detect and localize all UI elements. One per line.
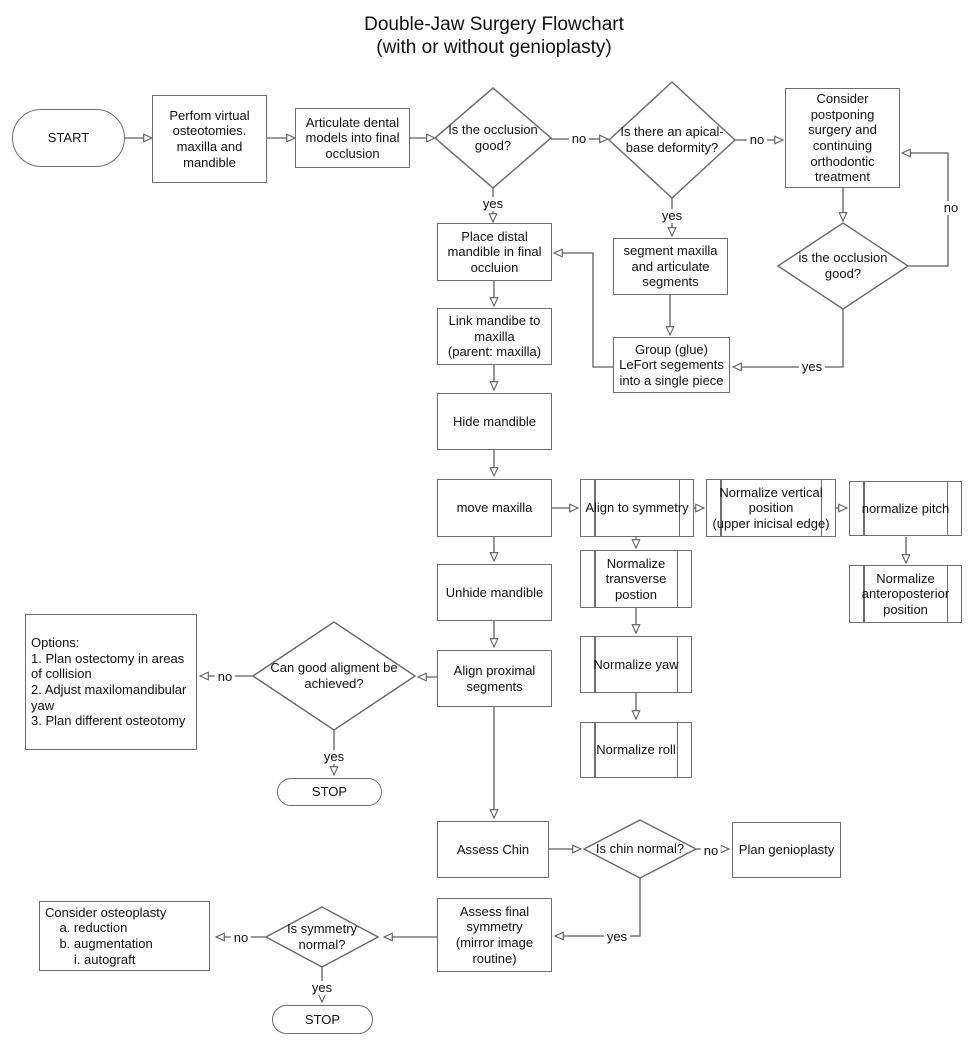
decision-is-chin-normal-label: Is chin normal? — [595, 841, 685, 857]
edge-group-to-place-distal — [554, 253, 613, 368]
process-assess-final-symmetry: Assess final symmetry (mirror image rout… — [437, 898, 552, 972]
subroutine-normalize-roll: Normalize roll — [580, 722, 692, 778]
process-place-distal-mandible: Place distal mandible in final occluion — [437, 223, 552, 281]
process-articulate-dental-models: Articulate dental models into final occl… — [295, 108, 410, 168]
edge-label-symmetry-yes: yes — [308, 981, 336, 995]
subroutine-normalize-pitch-label: normalize pitch — [861, 500, 950, 516]
subroutine-normalize-anteroposterior-position: Normalize anteroposterior position — [849, 565, 962, 623]
subroutine-normalize-vertical-position-label: Normalize vertical position (upper inici… — [712, 484, 830, 531]
process-hide-mandible-label: Hide mandible — [452, 413, 537, 429]
process-assess-final-symmetry-label: Assess final symmetry (mirror image rout… — [455, 903, 534, 966]
subroutine-normalize-transverse-position: Normalize transverse postion — [580, 550, 692, 608]
decision-apical-base-deformity-label: Is there an apical- base deformity? — [620, 124, 724, 155]
process-segment-maxilla-label: segment maxilla and articulate segments — [623, 243, 718, 290]
subroutine-normalize-roll-label: Normalize roll — [596, 742, 676, 758]
process-consider-osteoplasty-label: Consider osteoplasty a. reduction b. aug… — [45, 904, 167, 967]
decision-is-symmetry-normal: Is symmetry normal? — [264, 906, 380, 968]
decision-is-occlusion-good-1-label: Is the occlusion good? — [448, 122, 538, 153]
diamond-shape — [582, 819, 698, 879]
process-place-distal-mandible-label: Place distal mandible in final occluion — [447, 228, 542, 275]
process-perform-virtual-osteotomies: Perfom virtual osteotomies. maxilla and … — [152, 95, 267, 183]
edge-label-chin-yes: yes — [603, 930, 631, 944]
subroutine-normalize-yaw-label: Normalize yaw — [593, 656, 679, 672]
chart-title-line2: (with or without genioplasty) — [376, 37, 612, 58]
process-hide-mandible: Hide mandible — [437, 393, 552, 450]
diamond-shape — [433, 87, 553, 189]
edge-label-occlusion2-yes: yes — [798, 360, 826, 374]
edge-label-occlusion2-no: no — [940, 201, 962, 215]
edge-label-apical-yes: yes — [658, 209, 686, 223]
chart-title: Double-Jaw Surgery Flowchart (with or wi… — [0, 13, 973, 59]
edge-label-occlusion1-no: no — [568, 132, 590, 146]
terminator-stop-1-label: STOP — [311, 784, 348, 800]
terminator-stop-2-label: STOP — [304, 1011, 341, 1027]
chart-title-line1: Double-Jaw Surgery Flowchart — [364, 14, 624, 35]
process-plan-genioplasty: Plan genioplasty — [732, 822, 841, 878]
process-align-proximal-segments: Align proximal segments — [437, 650, 552, 707]
edge-label-alignment-yes: yes — [320, 750, 348, 764]
subroutine-normalize-transverse-position-label: Normalize transverse postion — [605, 555, 667, 602]
process-link-mandible-to-maxilla-label: Link mandibe to maxilla (parent: maxilla… — [447, 313, 542, 360]
process-collision-options: Options: 1. Plan ostectomy in areas of c… — [25, 614, 197, 750]
process-segment-maxilla: segment maxilla and articulate segments — [613, 238, 728, 295]
decision-can-good-alignment-be-achieved-label: Can good aligment be achieved? — [270, 660, 398, 691]
process-unhide-mandible: Unhide mandible — [437, 564, 552, 621]
terminator-start-label: START — [47, 130, 90, 146]
diamond-shape — [264, 906, 380, 968]
decision-apical-base-deformity: Is there an apical- base deformity? — [607, 80, 737, 200]
decision-is-occlusion-good-1: Is the occlusion good? — [433, 87, 553, 189]
terminator-stop-1: STOP — [277, 778, 382, 806]
process-articulate-dental-models-label: Articulate dental models into final occl… — [305, 114, 400, 161]
process-group-glue-lefort-label: Group (glue) LeFort segements into a sin… — [619, 341, 724, 388]
decision-can-good-alignment-be-achieved: Can good aligment be achieved? — [251, 621, 417, 731]
edge-label-apical-no: no — [746, 133, 768, 147]
terminator-start: START — [12, 109, 125, 167]
edge-label-occlusion1-yes: yes — [479, 197, 507, 211]
process-plan-genioplasty-label: Plan genioplasty — [738, 842, 835, 858]
subroutine-align-to-symmetry-label: Align to symmetry — [585, 500, 689, 516]
edge-chin-yes-to-assess-final — [555, 878, 641, 936]
subroutine-align-to-symmetry: Align to symmetry — [580, 479, 694, 537]
edge-label-chin-no: no — [700, 844, 722, 858]
process-group-glue-lefort: Group (glue) LeFort segements into a sin… — [613, 337, 730, 393]
diamond-shape — [251, 621, 417, 731]
process-collision-options-label: Options: 1. Plan ostectomy in areas of c… — [31, 635, 187, 729]
process-move-maxilla: move maxilla — [437, 479, 552, 537]
subroutine-normalize-anteroposterior-position-label: Normalize anteroposterior position — [861, 570, 950, 617]
process-assess-chin-label: Assess Chin — [456, 841, 530, 857]
process-unhide-mandible-label: Unhide mandible — [445, 584, 544, 600]
subroutine-normalize-pitch: normalize pitch — [849, 481, 962, 536]
edge-label-alignment-no: no — [214, 670, 236, 684]
terminator-stop-2: STOP — [272, 1005, 373, 1034]
subroutine-normalize-vertical-position: Normalize vertical position (upper inici… — [706, 479, 836, 537]
process-align-proximal-segments-label: Align proximal segments — [453, 662, 536, 694]
diamond-shape — [776, 222, 910, 310]
process-consider-osteoplasty: Consider osteoplasty a. reduction b. aug… — [39, 901, 210, 971]
decision-is-chin-normal: Is chin normal? — [582, 819, 698, 879]
diamond-shape — [607, 80, 737, 200]
process-assess-chin: Assess Chin — [437, 821, 549, 878]
edge-occlusion2-yes-to-group — [733, 309, 844, 367]
subroutine-normalize-yaw: Normalize yaw — [580, 636, 692, 693]
decision-is-symmetry-normal-label: Is symmetry normal? — [286, 921, 358, 952]
process-consider-postponing-surgery: Consider postponing surgery and continui… — [785, 88, 900, 188]
process-link-mandible-to-maxilla: Link mandibe to maxilla (parent: maxilla… — [437, 308, 552, 365]
decision-is-occlusion-good-2: is the occlusion good? — [776, 222, 910, 310]
edge-label-symmetry-no: no — [230, 931, 252, 945]
process-move-maxilla-label: move maxilla — [456, 500, 533, 516]
process-consider-postponing-surgery-label: Consider postponing surgery and continui… — [808, 91, 877, 185]
decision-is-occlusion-good-2-label: is the occlusion good? — [798, 250, 888, 281]
process-perform-virtual-osteotomies-label: Perfom virtual osteotomies. maxilla and … — [169, 107, 250, 170]
